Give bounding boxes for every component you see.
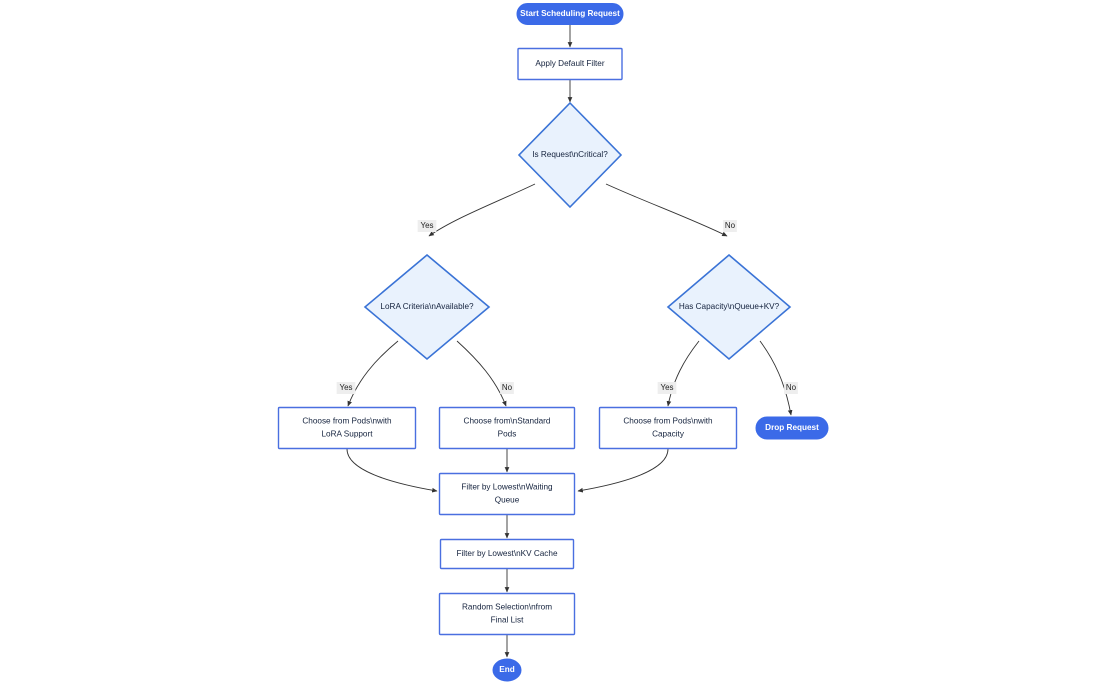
- flow-node-default_filter[interactable]: Apply Default Filter: [517, 47, 623, 81]
- flow-node-drop_request[interactable]: Drop Request: [755, 416, 829, 440]
- edge-label-bg: [336, 382, 356, 394]
- edge-label-text: Yes: [339, 383, 352, 392]
- node-label: Has Capacity\nQueue+KV?: [679, 302, 780, 311]
- flow-edge: [605, 183, 728, 237]
- edge-label-text: No: [502, 383, 513, 392]
- node-label: Drop Request: [765, 423, 819, 432]
- node-label: Is Request\nCritical?: [532, 150, 608, 159]
- node-label: Choose from\nStandard: [464, 417, 551, 426]
- flow-node-is_critical[interactable]: Is Request\nCritical?: [517, 101, 623, 209]
- flow-node-end[interactable]: End: [492, 658, 522, 682]
- node-label: Final List: [491, 616, 524, 625]
- edge-label-text: No: [786, 383, 797, 392]
- edge-label-text: No: [725, 221, 736, 230]
- node-label: Random Selection\nfrom: [462, 603, 552, 612]
- node-label: LoRA Criteria\nAvailable?: [380, 302, 474, 311]
- node-label: Pods: [498, 430, 517, 439]
- node-shape-pill: [516, 3, 624, 25]
- flow-edge: [666, 340, 700, 407]
- node-shape-rect: [277, 406, 417, 450]
- edge-label-text: Yes: [660, 383, 673, 392]
- node-label: Apply Default Filter: [535, 59, 604, 68]
- edge-label: No: [784, 382, 798, 394]
- edge-label: Yes: [336, 382, 356, 394]
- edge-label: Yes: [657, 382, 677, 394]
- flow-node-start[interactable]: Start Scheduling Request: [516, 3, 624, 25]
- edges-layer: [346, 25, 793, 658]
- flow-node-has_capacity[interactable]: Has Capacity\nQueue+KV?: [666, 253, 792, 361]
- node-label: Filter by Lowest\nWaiting: [461, 483, 553, 492]
- node-shape-ellipse: [492, 658, 522, 682]
- flow-node-lora_criteria[interactable]: LoRA Criteria\nAvailable?: [363, 253, 491, 361]
- node-shape-rect: [598, 406, 738, 450]
- flow-edge: [456, 340, 507, 407]
- node-shape-rect: [439, 538, 575, 570]
- flow-edge: [428, 183, 536, 237]
- node-shape-diamond: [517, 101, 623, 209]
- node-label: Capacity: [652, 430, 685, 439]
- node-shape-rect: [517, 47, 623, 81]
- edge-label-bg: [500, 382, 514, 394]
- node-label: Queue: [495, 496, 520, 505]
- node-label: LoRA Support: [322, 430, 374, 439]
- edge-label-text: Yes: [420, 221, 433, 230]
- node-shape-diamond: [363, 253, 491, 361]
- flow-edge: [346, 448, 438, 493]
- node-label: Choose from Pods\nwith: [302, 417, 392, 426]
- node-label: Filter by Lowest\nKV Cache: [456, 549, 557, 558]
- edge-label-bg: [657, 382, 677, 394]
- edge-label: Yes: [417, 220, 437, 232]
- edge-label-bg: [784, 382, 798, 394]
- node-label: Choose from Pods\nwith: [623, 417, 713, 426]
- flow-node-filter_kv[interactable]: Filter by Lowest\nKV Cache: [439, 538, 575, 570]
- flow-edge: [577, 448, 669, 493]
- node-shape-pill: [755, 416, 829, 440]
- node-shape-diamond: [666, 253, 792, 361]
- flow-edge: [347, 340, 399, 407]
- flow-edge: [759, 340, 793, 416]
- node-shape-rect: [438, 592, 576, 636]
- node-label: End: [499, 665, 514, 674]
- edge-label-bg: [723, 220, 737, 232]
- edge-label: No: [723, 220, 737, 232]
- node-shape-rect: [438, 406, 576, 450]
- edge-label-bg: [417, 220, 437, 232]
- node-shape-rect: [438, 472, 576, 516]
- node-label: Start Scheduling Request: [520, 9, 620, 18]
- edge-label: No: [500, 382, 514, 394]
